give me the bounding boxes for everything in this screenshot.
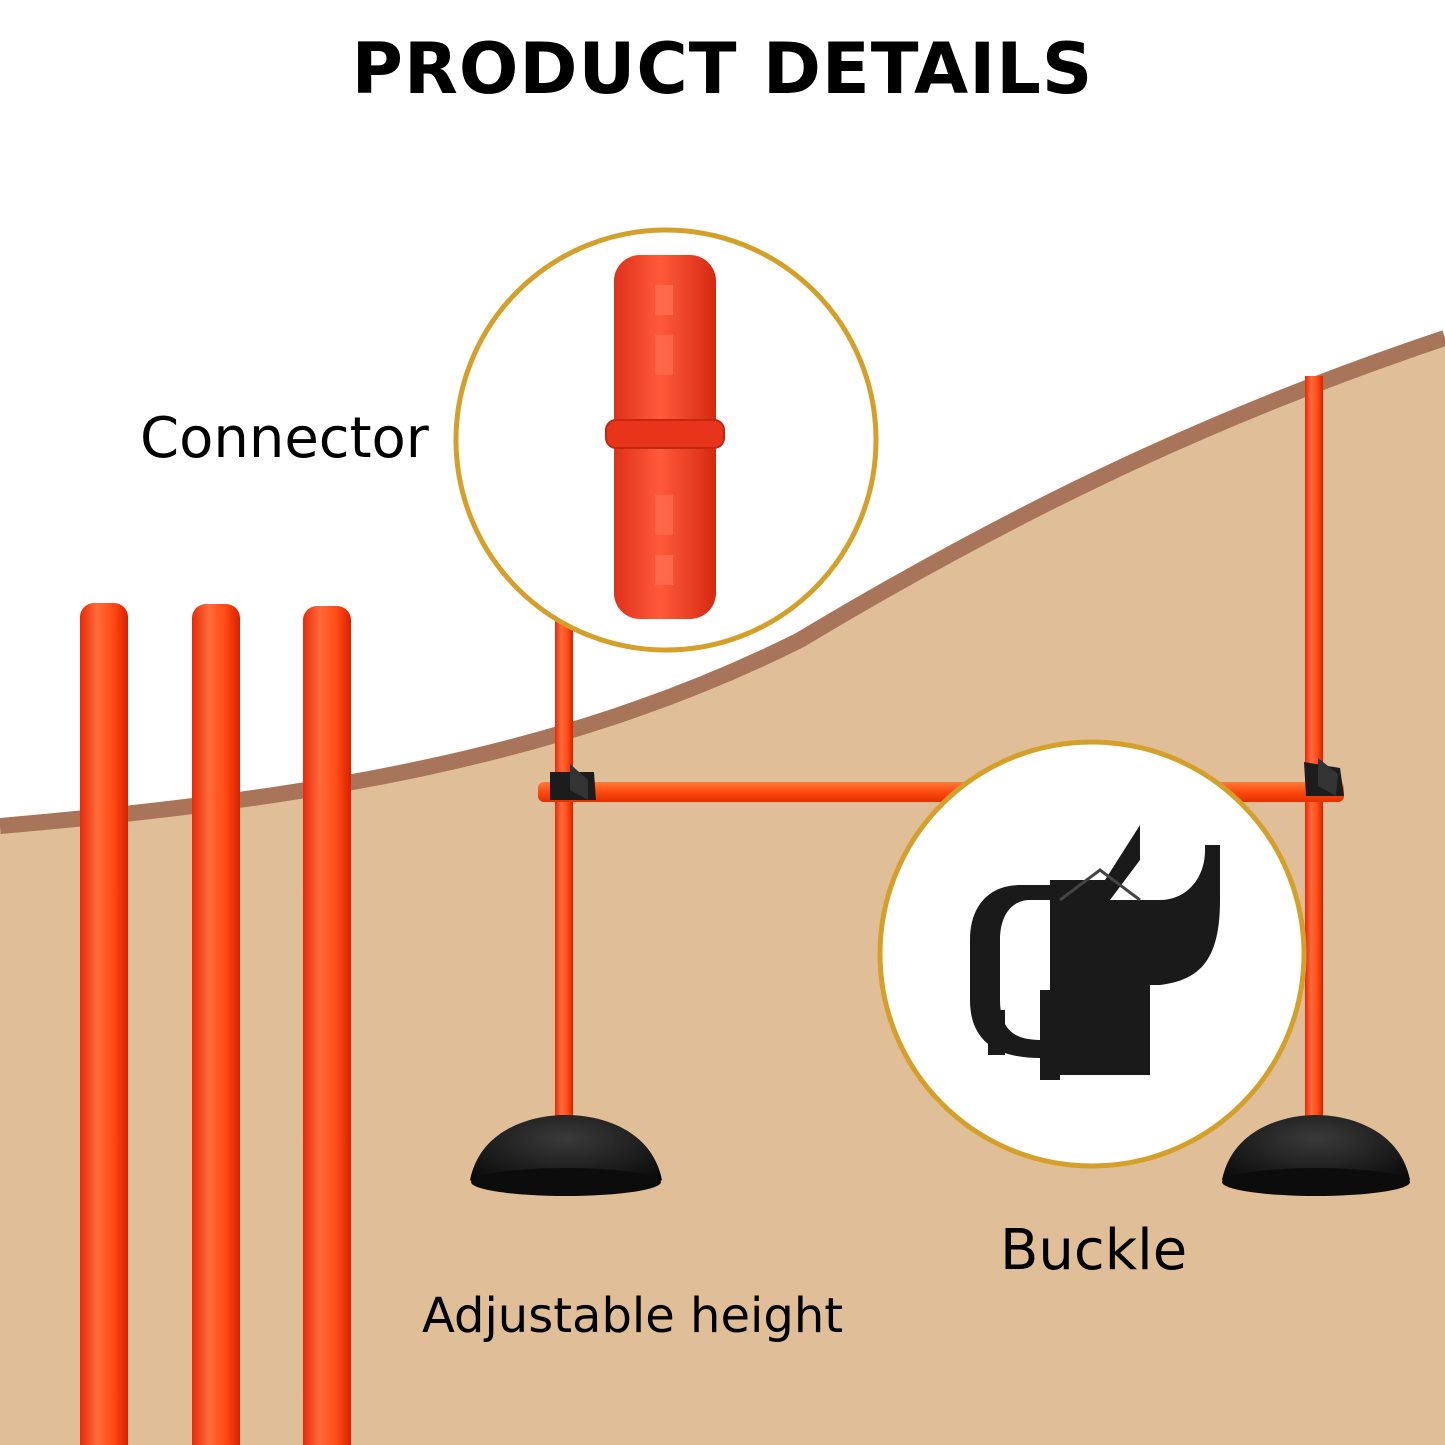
adjustable-height-label: Adjustable height xyxy=(422,1288,844,1344)
buckle-on-right-post xyxy=(1304,758,1344,796)
buckle-icon xyxy=(970,825,1220,1080)
connector-label: Connector xyxy=(140,406,429,471)
pole-icon xyxy=(303,606,351,1445)
connector-detail-circle xyxy=(453,227,879,653)
ground-edge xyxy=(0,330,1445,834)
pole-icon xyxy=(192,604,240,1445)
base-icon xyxy=(1222,1115,1410,1196)
spare-poles xyxy=(80,603,351,1445)
base-icon xyxy=(470,1115,662,1196)
hurdle-right-post xyxy=(1305,376,1323,1130)
hurdle-left-post xyxy=(555,600,573,1130)
connector-icon xyxy=(605,255,725,619)
buckle-detail-circle xyxy=(877,739,1307,1169)
buckle-label: Buckle xyxy=(1000,1218,1188,1283)
page-title: PRODUCT DETAILS xyxy=(351,28,1094,110)
buckle-on-left-post xyxy=(550,764,596,800)
pole-icon xyxy=(80,603,128,1445)
